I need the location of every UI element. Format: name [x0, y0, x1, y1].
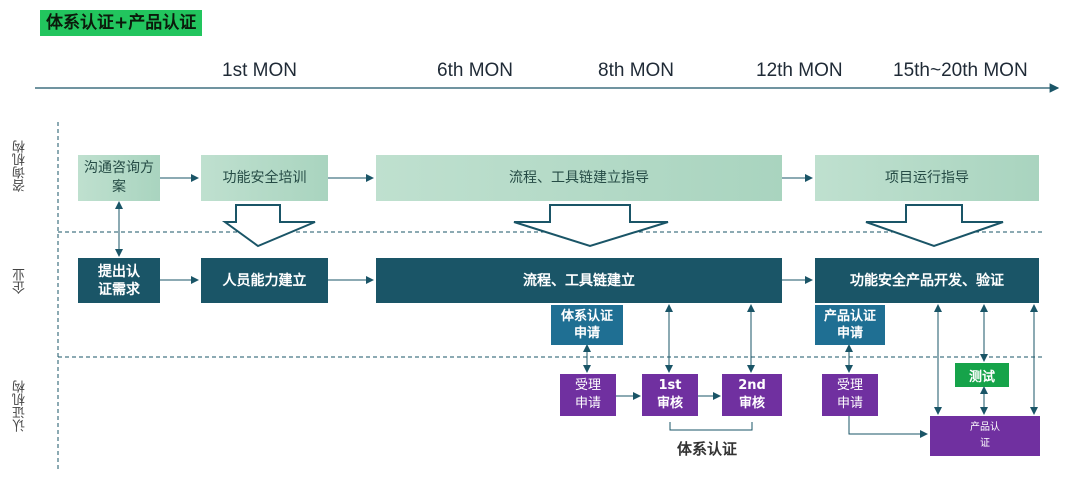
product-dev-box: 功能安全产品开发、验证: [815, 258, 1039, 303]
down-arrow-1: [221, 204, 316, 248]
product-application-box: 产品认证申请: [815, 305, 885, 345]
product-cert-box: 产品认证: [930, 416, 1040, 456]
project-guide-box: 项目运行指导: [815, 155, 1039, 201]
down-arrow-2: [513, 204, 669, 248]
capability-box: 人员能力建立: [201, 258, 328, 303]
timeline-label-1: 1st MON: [222, 60, 297, 81]
system-application-box: 体系认证申请: [551, 305, 623, 345]
down-arrow-3: [865, 204, 1004, 248]
timeline-label-2: 6th MON: [437, 60, 514, 81]
system-cert-bracket: [669, 422, 753, 431]
plan-box: 沟通咨询方案: [78, 155, 160, 201]
system-cert-label: 体系认证: [677, 440, 738, 458]
timeline-label-4: 12th MON: [756, 60, 843, 81]
arrow-accept-productcert: [848, 416, 928, 438]
training-box: 功能安全培训: [201, 155, 328, 201]
test-box: 测试: [955, 363, 1009, 387]
second-audit-box: 2nd审核: [722, 374, 782, 416]
timeline-label-3: 8th MON: [598, 60, 675, 81]
process-guide-box: 流程、工具链建立指导: [376, 155, 782, 201]
accept-application-box-1: 受理申请: [560, 374, 616, 416]
timeline-label-5: 15th~20th MON: [893, 60, 1028, 81]
first-audit-box: 1st审核: [642, 374, 698, 416]
process-box: 流程、工具链建立: [376, 258, 782, 303]
page-title: 体系认证+产品认证: [40, 10, 203, 36]
request-box: 提出认证需求: [78, 258, 160, 303]
accept-application-box-2: 受理申请: [822, 374, 878, 416]
